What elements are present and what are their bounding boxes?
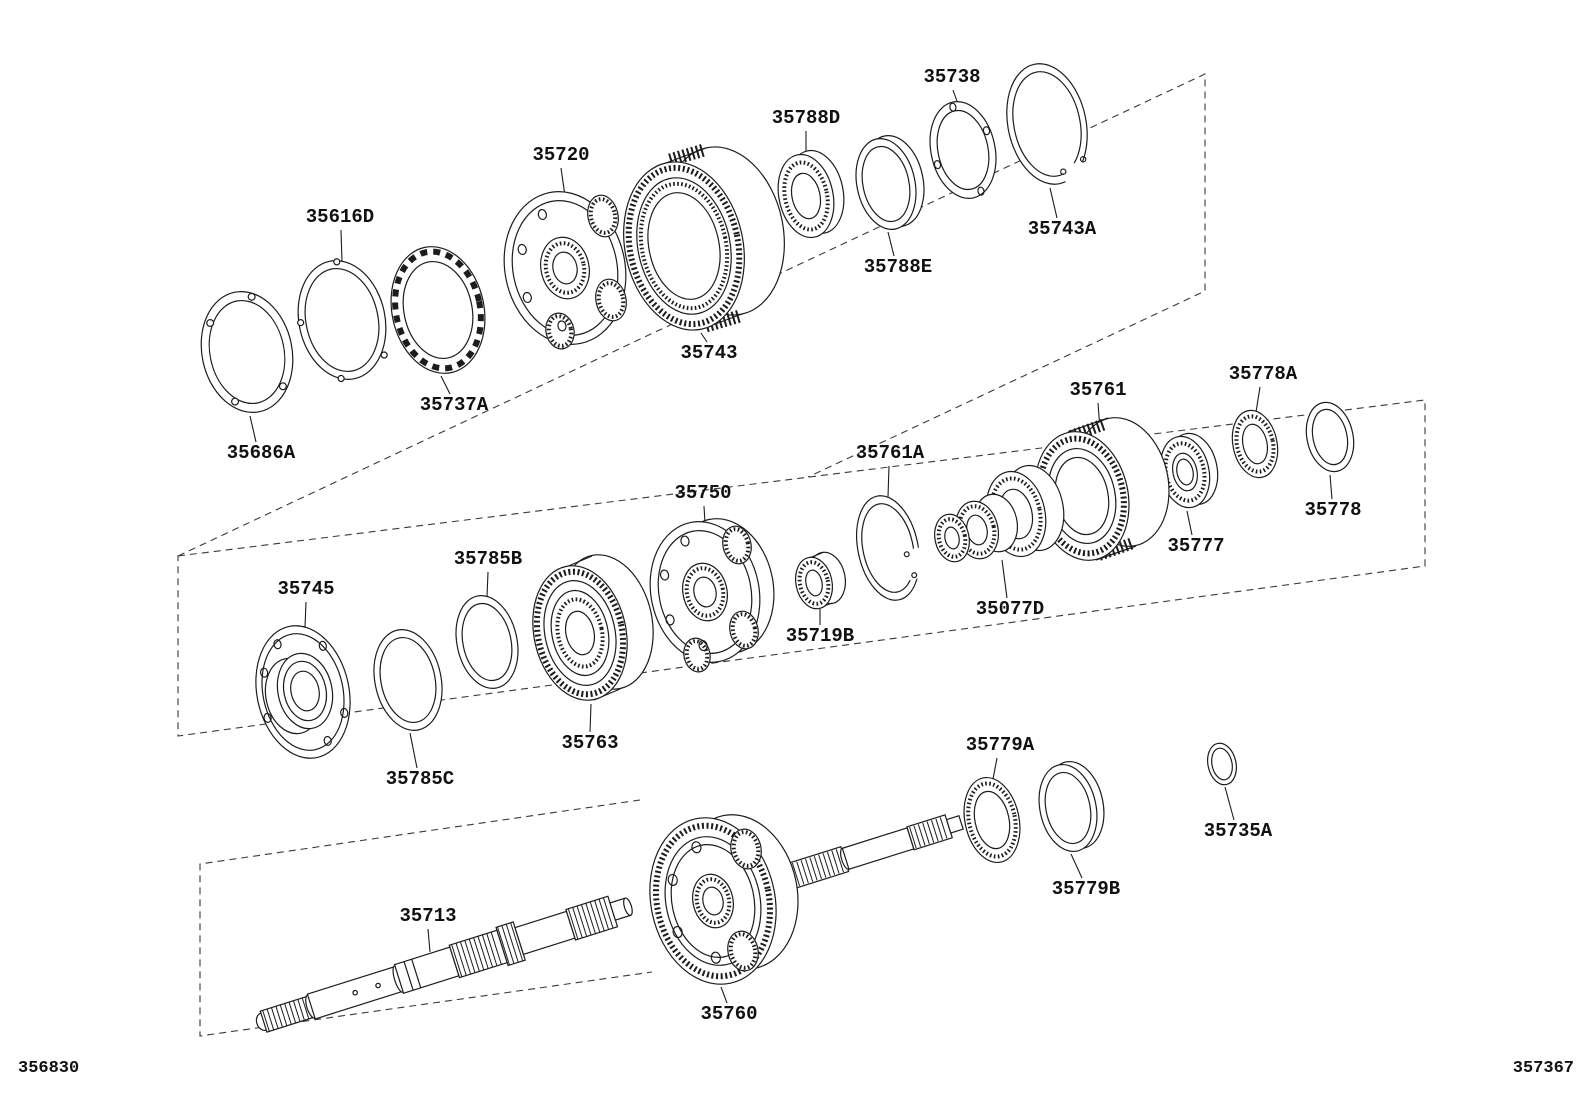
part-label-35788D: 35788D (772, 107, 840, 129)
part-label-35761A: 35761A (856, 442, 925, 464)
part-drawing-35720 (503, 191, 627, 350)
part-drawing-35737A (390, 246, 486, 374)
part-drawing-35745 (255, 625, 351, 759)
part-drawing-35686A (200, 291, 294, 413)
part-drawing-35743A (1006, 63, 1093, 188)
part-label-35743: 35743 (680, 342, 737, 364)
part-label-35077D: 35077D (976, 598, 1044, 620)
part-label-35779B: 35779B (1052, 878, 1120, 900)
part-label-35788E: 35788E (864, 256, 932, 278)
part-label-35760: 35760 (700, 1003, 757, 1025)
part-drawing-35778 (1305, 401, 1355, 473)
part-drawing-35785C (373, 629, 443, 731)
part-drawing-35077D (934, 464, 1065, 563)
part-drawing-35750 (649, 518, 775, 673)
part-label-35737A: 35737A (420, 394, 489, 416)
page-code-left: 356830 (18, 1059, 79, 1078)
part-label-35778A: 35778A (1229, 363, 1298, 385)
part-drawing-35788D (777, 149, 845, 239)
part-label-35763: 35763 (561, 732, 618, 754)
part-drawing-35761A (856, 495, 929, 601)
part-drawing-35713 (255, 895, 633, 1033)
part-label-35785B: 35785B (454, 548, 522, 570)
part-drawing-35719B (794, 551, 847, 610)
part-drawing-35777 (1159, 432, 1219, 509)
part-drawing-35788E (855, 135, 925, 230)
part-drawing-35760 (649, 814, 964, 985)
part-drawing-35616D (297, 258, 388, 383)
part-label-35779A: 35779A (966, 734, 1035, 756)
page-code-right: 357367 (1513, 1059, 1574, 1078)
part-drawing-35735A (1207, 742, 1237, 786)
part-label-35719B: 35719B (786, 625, 854, 647)
part-drawing-35763 (532, 554, 654, 701)
part-label-35785C: 35785C (386, 768, 454, 790)
part-drawing-35738 (929, 101, 997, 199)
part-label-35720: 35720 (532, 144, 589, 166)
part-label-35750: 35750 (674, 482, 731, 504)
part-label-35777: 35777 (1167, 535, 1224, 557)
part-label-35745: 35745 (277, 578, 334, 600)
part-label-35616D: 35616D (306, 206, 374, 228)
assembly-boundary-middle-group (177, 399, 1426, 737)
part-drawing-35779B (1038, 760, 1105, 853)
part-label-35761: 35761 (1069, 379, 1126, 401)
part-drawing-35778A (1231, 409, 1279, 479)
part-label-35778: 35778 (1304, 499, 1361, 521)
part-label-35738: 35738 (923, 66, 980, 88)
part-drawing-35785B (455, 595, 519, 689)
part-labels: 35738 35788D 35720 35616D 35743A 35788E … (227, 66, 1362, 1025)
part-label-35713: 35713 (399, 905, 456, 927)
part-label-35743A: 35743A (1028, 218, 1097, 240)
part-drawing-35779A (963, 776, 1021, 864)
part-label-35686A: 35686A (227, 442, 296, 464)
assembly-boundary-bottom-group (199, 799, 653, 1037)
part-drawing-35743 (623, 143, 785, 333)
part-label-35735A: 35735A (1204, 820, 1273, 842)
